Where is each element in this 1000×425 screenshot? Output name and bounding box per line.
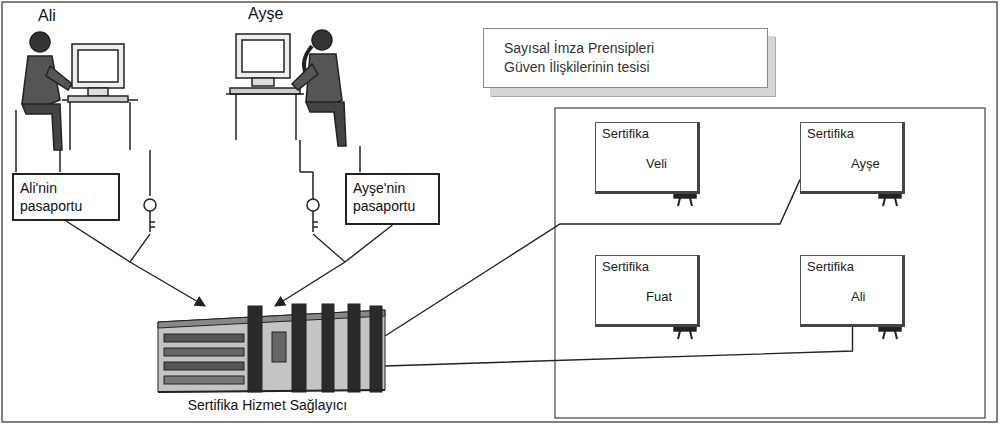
provider-building xyxy=(370,306,382,392)
provider-building xyxy=(248,306,262,392)
connector-line xyxy=(275,225,393,306)
provider-building xyxy=(158,304,385,392)
certificate-panel xyxy=(555,108,985,418)
key-symbol xyxy=(300,172,313,199)
node-text: Sertifika xyxy=(602,126,691,142)
node-text: Ayşe'nin pasaportu xyxy=(353,179,432,215)
provider-building xyxy=(164,362,244,370)
node-text: Ali'nin pasaportu xyxy=(20,179,112,215)
certificate-key xyxy=(678,331,692,339)
ali-figure xyxy=(16,32,138,172)
ali-figure xyxy=(68,96,128,102)
key-symbol xyxy=(144,172,319,232)
provider-building xyxy=(164,376,244,384)
ayse-figure xyxy=(252,78,274,86)
title-box: Sayısal İmza PrensipleriGüven İlişkileri… xyxy=(483,28,768,88)
node-text: Ali xyxy=(807,289,896,319)
node-text: Ayşe xyxy=(807,156,896,186)
ayse-figure xyxy=(306,54,342,108)
connector-line xyxy=(385,180,800,336)
ali-figure xyxy=(78,50,118,82)
person-name: Ali xyxy=(38,6,56,26)
person-name: Ayşe xyxy=(248,4,283,24)
provider-building xyxy=(164,348,244,356)
ayse-figure xyxy=(292,64,318,90)
passport-box: Ayşe'nin pasaportu xyxy=(345,173,440,225)
ayse-figure xyxy=(312,30,332,50)
ayse-figure xyxy=(226,94,304,140)
connector-line xyxy=(66,221,205,306)
ayse-figure xyxy=(149,150,151,196)
node-text: Sertifika xyxy=(602,259,691,275)
node-text: Sayısal İmza Prensipleri xyxy=(504,39,747,58)
ayse-figure xyxy=(230,88,300,94)
passport-box: Ali'nin pasaportu xyxy=(12,173,120,221)
provider-building xyxy=(272,332,286,362)
key-symbol xyxy=(150,211,155,232)
certificate-window: SertifikaVeli xyxy=(595,122,700,194)
certificate-window: SertifikaFuat xyxy=(595,255,700,327)
certificate-key xyxy=(883,198,897,206)
key-symbol xyxy=(144,199,156,211)
node-text: Sertifika Hizmet Sağlayıcı xyxy=(188,397,348,414)
node-text: Sertifika xyxy=(807,126,896,142)
ali-figure xyxy=(16,110,60,172)
provider-building xyxy=(164,334,244,342)
node-text: Fuat xyxy=(602,289,691,319)
certificate-panel xyxy=(555,108,985,418)
key-symbol xyxy=(313,211,318,232)
provider-building xyxy=(292,304,306,392)
node-text: Güven İlişkilerinin tesisi xyxy=(504,58,747,77)
ali-figure xyxy=(22,104,62,150)
provider-building xyxy=(158,390,385,392)
certificate-key xyxy=(883,331,897,339)
ali-figure xyxy=(30,32,50,52)
provider-building: Sertifika Hizmet Sağlayıcı xyxy=(150,306,385,418)
certificate-window: SertifikaAyşe xyxy=(800,122,905,194)
ayse-figure xyxy=(242,40,284,72)
certificate-window: SertifikaAli xyxy=(800,255,905,327)
ali-figure xyxy=(88,88,108,96)
certificate-key xyxy=(678,198,692,206)
key-leader-line xyxy=(130,234,150,262)
node-text: Veli xyxy=(602,156,691,186)
provider-building xyxy=(348,304,360,392)
key-leader-line xyxy=(313,234,345,262)
ali-figure xyxy=(72,44,124,88)
ayse-figure xyxy=(306,102,346,146)
provider-building xyxy=(322,304,334,392)
ali-figure xyxy=(70,102,130,150)
key-symbol xyxy=(307,199,319,211)
ali-figure xyxy=(46,66,72,90)
node-text: Sertifika xyxy=(807,259,896,275)
ayse-figure xyxy=(150,30,360,196)
key-leader-line xyxy=(130,234,345,262)
connector-line xyxy=(385,327,853,366)
ayse-figure xyxy=(300,140,360,172)
ayse-figure xyxy=(236,34,290,78)
